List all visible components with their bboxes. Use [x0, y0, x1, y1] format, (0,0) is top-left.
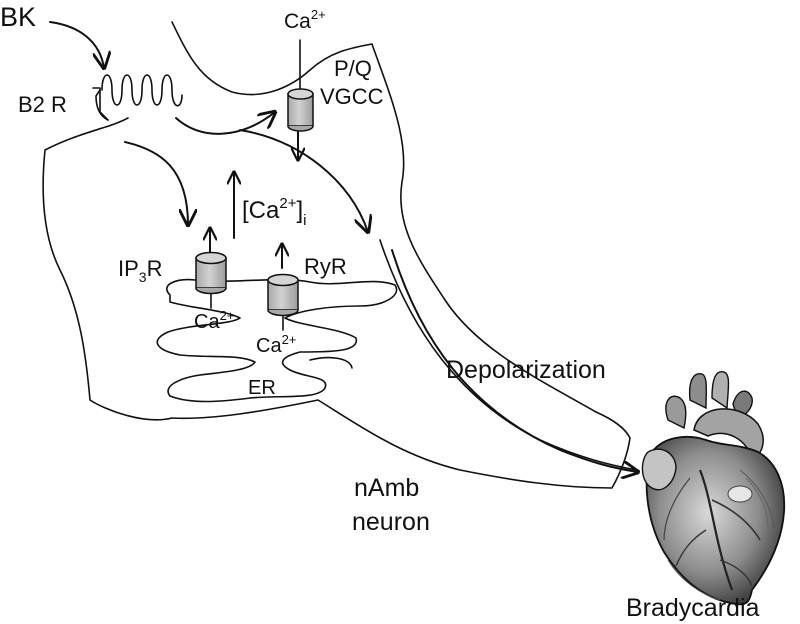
ca-ryr-label: Ca2+: [256, 332, 296, 357]
receptor-to-ryr-arrow: [239, 129, 368, 232]
b2r-label: B2 R: [18, 92, 67, 117]
neuron-outline: [42, 21, 631, 489]
er-fold: [309, 356, 353, 369]
namb-label: nAmb: [354, 474, 419, 502]
receptor-to-vgcc-arrow: [175, 112, 275, 135]
ip3r-label: IP3R: [118, 256, 162, 285]
bk-label: BK: [0, 2, 36, 32]
depolarization-label: Depolarization: [446, 356, 606, 384]
vgcc-label: VGCC: [320, 84, 384, 109]
axon-line: [379, 239, 637, 471]
ca-intracellular-label: [Ca2+]i: [242, 195, 306, 229]
ca-ip3r-label: Ca2+: [194, 308, 234, 333]
heart-icon: [641, 371, 786, 606]
receptor-to-ip3r-arrow: [124, 141, 188, 225]
b2-receptor-icon: [92, 74, 183, 121]
er-outline: [156, 278, 398, 403]
ca-vgcc-label: Ca2+: [284, 7, 326, 33]
er-label: ER: [248, 377, 276, 399]
pq-label: P/Q: [334, 56, 372, 81]
ip3r-channel-icon: [195, 228, 227, 309]
ryr-label: RyR: [304, 254, 347, 279]
ryr-channel-icon: [267, 244, 299, 331]
bk-arrow: [49, 21, 104, 68]
bradycardia-label: Bradycardia: [626, 594, 759, 622]
neuron-label: neuron: [352, 508, 430, 536]
axon-arrow: [391, 249, 638, 472]
vgcc-channel-icon: [287, 39, 314, 160]
